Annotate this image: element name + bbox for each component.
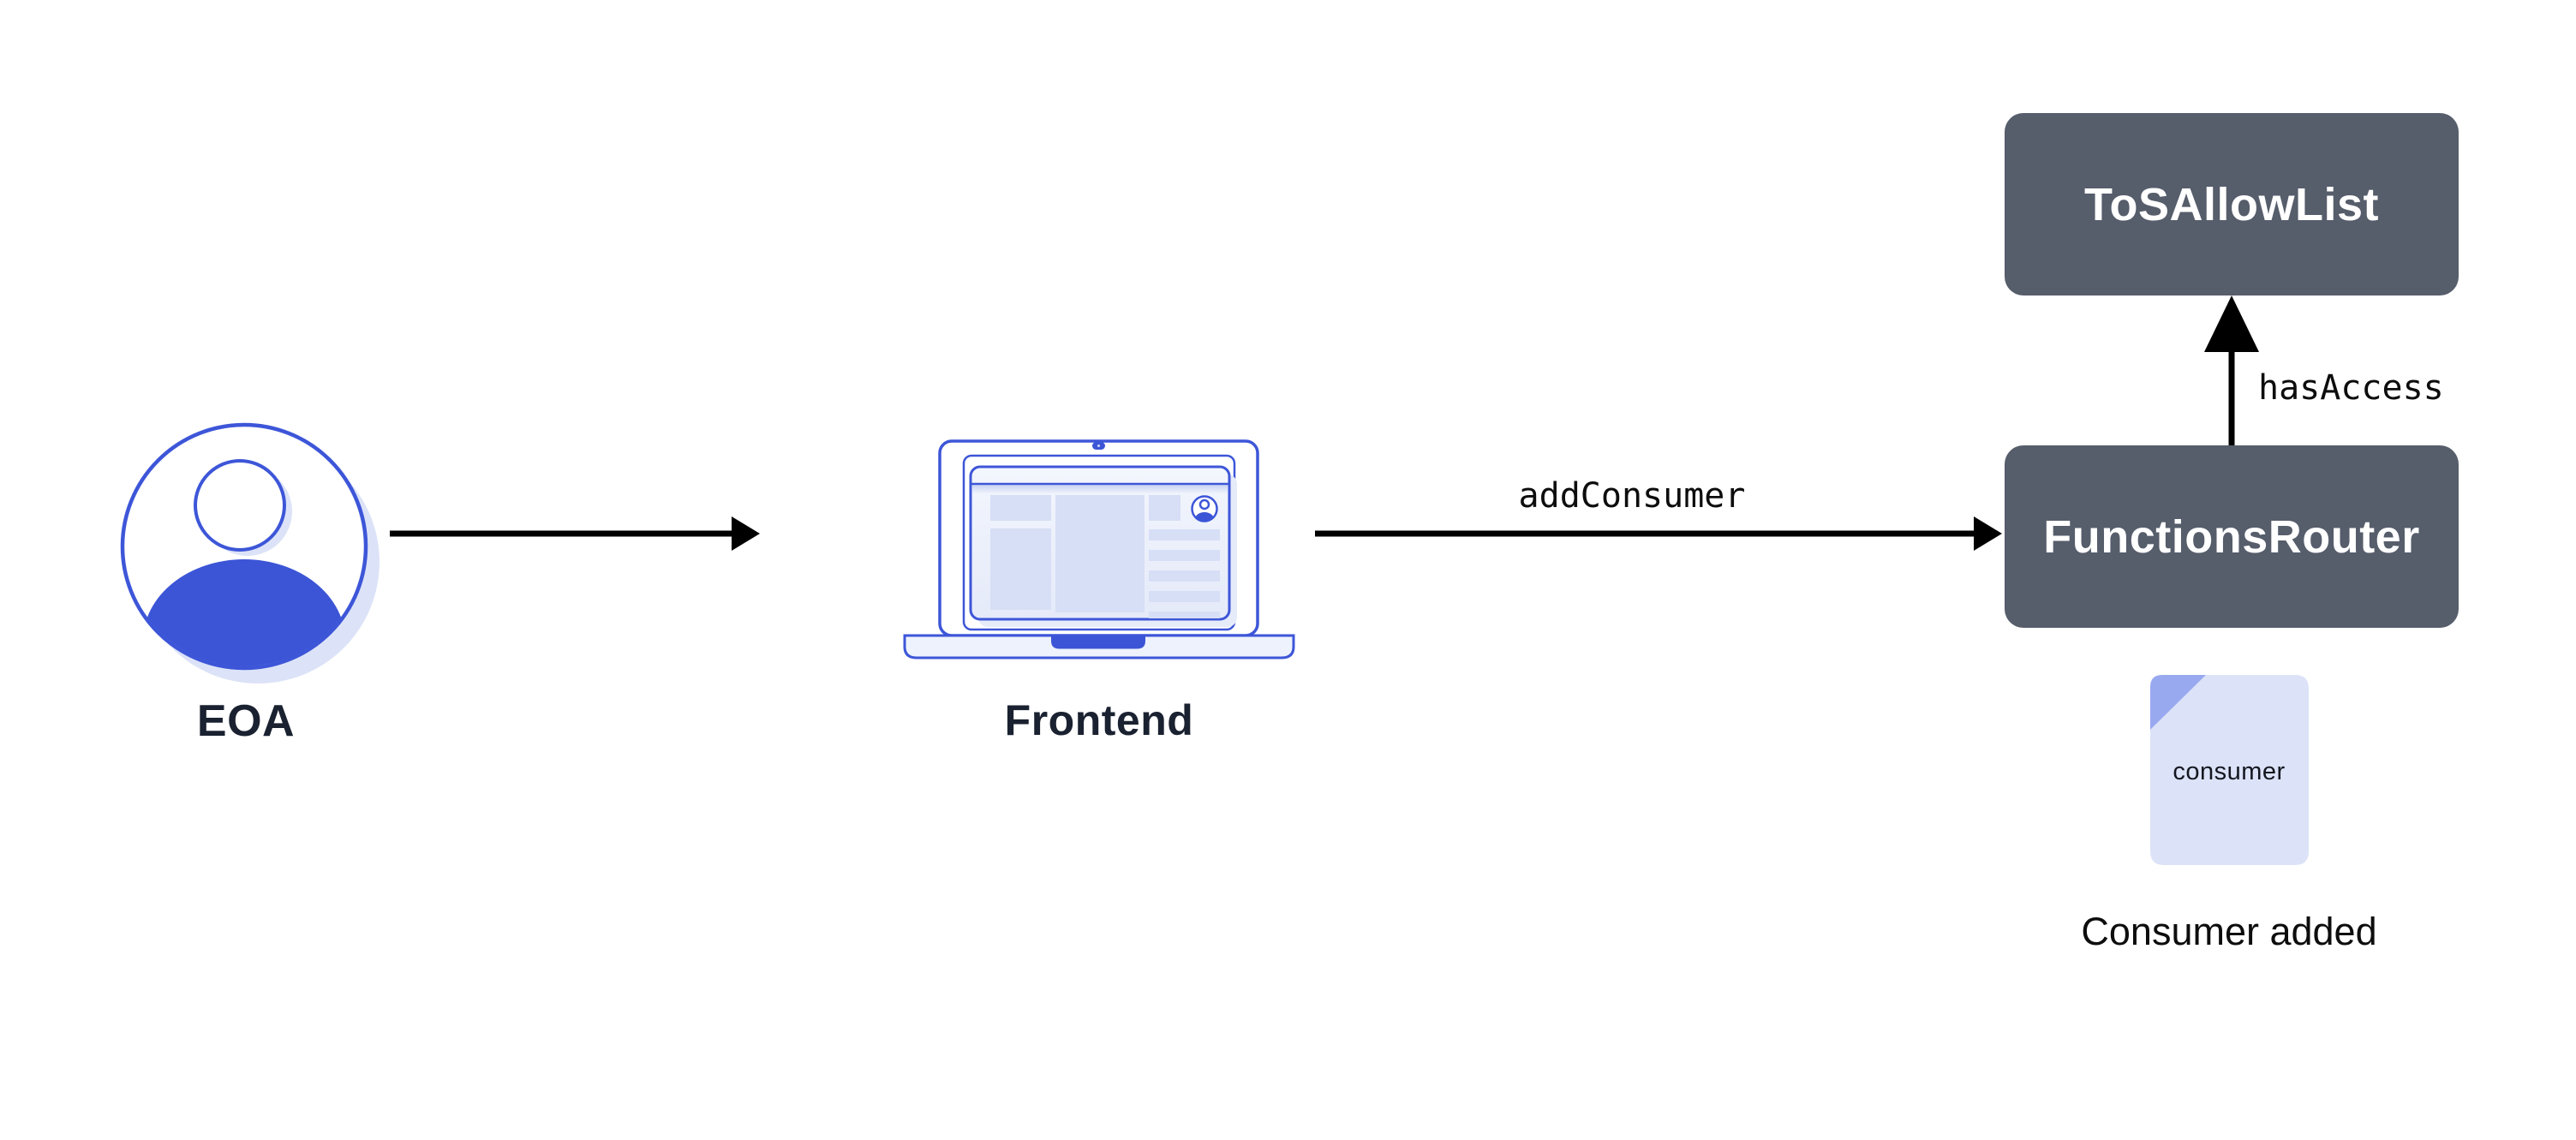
arrow-eoa-to-frontend: [390, 516, 760, 551]
laptop-icon: [903, 439, 1295, 660]
eoa-label: EOA: [196, 696, 296, 746]
node-functionsrouter: FunctionsRouter: [2005, 445, 2459, 628]
user-avatar-icon: [120, 422, 380, 683]
edge-label-hasaccess: hasAccess: [2258, 368, 2444, 408]
consumer-added-caption: Consumer added: [2081, 910, 2377, 953]
arrow-router-to-allowlist: [2204, 295, 2259, 446]
edge-label-addconsumer: addConsumer: [1518, 476, 1746, 516]
tosallowlist-label: ToSAllowList: [2084, 178, 2379, 230]
functionsrouter-label: FunctionsRouter: [2043, 510, 2420, 563]
arrow-frontend-to-router: [1315, 516, 2002, 551]
frontend-label: Frontend: [1004, 696, 1194, 744]
node-tosallowlist: ToSAllowList: [2005, 113, 2459, 295]
document-icon: [2150, 675, 2309, 865]
document-label: consumer: [2173, 758, 2286, 785]
